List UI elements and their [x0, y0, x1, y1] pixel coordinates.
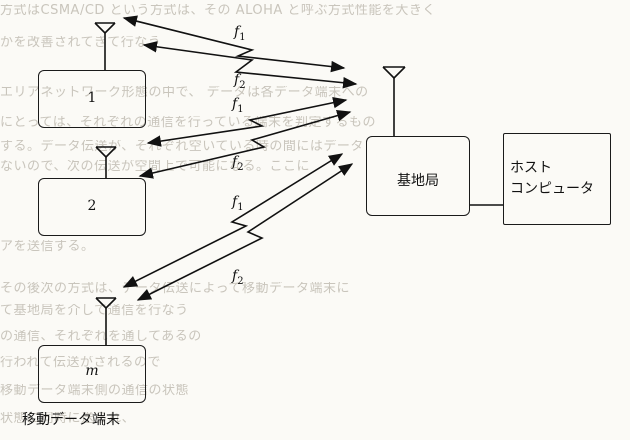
background-text-line: て基地局を介して通信を行なう [0, 304, 189, 317]
freq-label-f1: f1 [232, 194, 244, 213]
radio-link-f2-terminal-1 [142, 41, 358, 89]
antenna-icon [95, 146, 117, 178]
freq-label-f2: f2 [232, 268, 244, 287]
mobile-terminal-m-box [38, 345, 146, 403]
background-text-line: 行われて伝送がされるので [0, 356, 161, 369]
mobile-terminal-2-label: 2 [87, 198, 97, 214]
mobile-terminal-1-box [38, 70, 146, 128]
antenna-icon [95, 297, 117, 345]
host-computer-label-line2: コンピュータ [510, 181, 594, 197]
host-computer-label-line1: ホスト [510, 160, 552, 176]
radio-link-f2-terminal-m [136, 163, 354, 301]
mobile-terminal-m-label: m [85, 363, 99, 379]
base-station-box [366, 136, 470, 216]
background-text-line: アを送信する。 [0, 240, 95, 253]
background-text-line: 移動データ端末側の通信の状態 [0, 384, 190, 397]
mobile-terminal-2-box [38, 178, 146, 236]
host-computer-box [503, 133, 611, 225]
background-text-line: の通信、それぞれを通してあるの [0, 330, 202, 343]
freq-label-f1: f1 [232, 96, 244, 115]
base-station-label: 基地局 [397, 173, 439, 189]
background-text-line: 方式はCSMA/CD という方式は、その ALOHA と呼ぶ方式性能を大きく [0, 4, 436, 17]
radio-link-f2-terminal-2 [138, 110, 352, 179]
background-text-line: かを改善されてきて行なう [0, 36, 162, 49]
background-text-line: 状態に同時に送られ、 [0, 412, 136, 425]
mobile-terminal-caption: 移動データ端末 [22, 412, 120, 428]
background-text-line: エリアネットワーク形態の中で、 データは各データ端末への [0, 86, 369, 99]
freq-label-f2: f2 [234, 72, 246, 91]
antenna-icon [382, 66, 406, 136]
freq-label-f1: f1 [234, 24, 246, 43]
antenna-icon [94, 22, 116, 70]
mobile-terminal-1-label: 1 [87, 90, 97, 106]
freq-label-f2: f2 [232, 154, 244, 173]
